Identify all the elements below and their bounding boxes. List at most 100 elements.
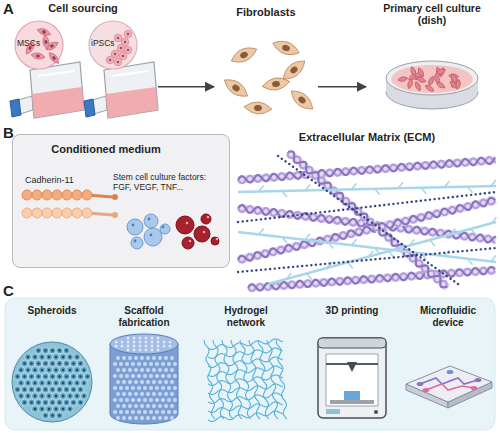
scaffold-pore [134,356,138,360]
cadherin-domain [42,208,52,218]
cell-nucleus [16,388,18,390]
cell-nucleus [30,388,32,390]
printer-frame [318,338,386,418]
cell-nucleus [37,362,39,364]
cell-nucleus [69,395,71,397]
scaffold-pore [164,416,168,420]
spheroid-cell [21,360,28,367]
cell-nucleus [23,401,25,403]
scaffold-pore [157,345,160,348]
cell-nucleus [79,375,81,377]
panel-c-background [5,298,495,430]
scaffold-pore [143,398,147,402]
spheroid-cell [42,412,49,419]
hydrogel-strand [276,340,287,419]
cell-nucleus [254,105,262,112]
cell-nucleus [48,382,50,384]
spheroid-cell [56,386,63,393]
node-illustration [214,0,318,124]
stem-cell [117,44,125,52]
flask-cap [10,99,21,117]
cell-nucleus [16,375,18,377]
scaffold-pore [149,398,153,402]
cell-nucleus [48,395,50,397]
scaffold-pore [140,356,144,360]
cell-nucleus [86,375,88,377]
cell-nucleus [58,388,60,390]
fiber-branch [468,259,473,265]
scaffold-pore [137,410,141,414]
spheroid-cell [74,367,81,374]
spheroid-cell [28,373,35,380]
cell-nucleus [55,369,57,371]
factor-dot [186,222,189,225]
scaffold-pore [113,374,117,378]
spheroid-cell [25,354,32,361]
spheroid-cell [77,399,84,406]
fiber-branch [468,187,473,193]
scaffold-pore [158,356,162,360]
fiber-branch [491,180,496,186]
cytokine [211,237,219,245]
scaffold-pore [146,404,150,408]
cell-nucleus [44,349,46,351]
scaffold-pore [128,416,132,420]
cell-nucleus [58,375,60,377]
scaffold-pore [113,398,117,402]
scaffold-pore [128,380,132,384]
illustration-group [12,342,92,422]
method-heading: Spheroids [13,305,91,317]
factor-dot [148,218,151,221]
scaffold-pore [161,362,165,366]
panel-heading: Primary cell culture (dish) [372,2,492,26]
cell-nucleus [69,356,71,358]
scaffold-pore [133,345,136,348]
fibroblast-panel: Fibroblasts [214,0,318,124]
flask-body [30,62,84,118]
chip-port [423,388,430,392]
process-arrow [158,86,214,88]
cell-nucleus [239,51,249,60]
scaffold-pore [152,368,156,372]
scaffold-pore [158,404,162,408]
cell-nucleus [69,382,71,384]
cell-nucleus [30,362,32,364]
cell [435,68,446,76]
spheroid-cell [39,380,46,387]
cell-body [42,35,50,50]
cell-nucleus [34,356,36,358]
scaffold-pore [137,374,141,378]
cell-body [31,52,46,60]
cadherin-end [112,194,118,200]
cell-nucleus [114,53,117,56]
hydrogel-strand [249,340,260,419]
cell-nucleus [58,362,60,364]
growth-factor [127,219,143,235]
cell-nucleus [27,369,29,371]
spheroid-cell [18,367,25,374]
cell-nucleus [58,414,60,416]
scaffold-pore [137,362,141,366]
scaffold-pore [161,398,165,402]
scaffold-pore [151,341,154,344]
spheroid-cell [63,399,70,406]
cell-nucleus [34,408,36,410]
dish-rim [386,61,478,95]
cell [229,44,259,67]
cell-nucleus [50,44,55,49]
cell-nucleus [44,388,46,390]
culture-medium [106,87,158,118]
cell-nucleus [76,382,78,384]
cadherin-domain [62,208,72,218]
scaffold-pore [115,341,118,344]
scaffold-pore [122,380,126,384]
cell-nucleus [30,375,32,377]
scaffold-pore [121,341,124,344]
microfluidic-item: Microfluidic device [402,302,494,428]
spheroid-cell [39,367,46,374]
scaffold-pore [116,404,120,408]
scaffold-pore [173,410,177,414]
scaffold-pore [157,337,160,340]
scaffold-pore [131,398,135,402]
scaffold-pore [143,410,147,414]
